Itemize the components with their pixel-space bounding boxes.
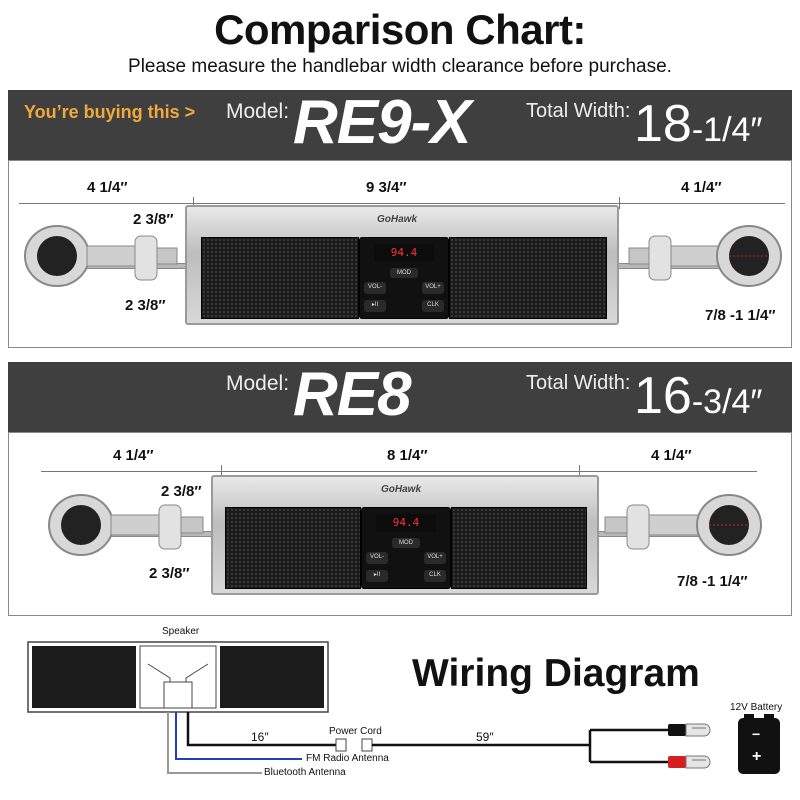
page-title: Comparison Chart: <box>214 6 586 53</box>
skip-button[interactable]: ▸II <box>366 570 388 582</box>
cable-length-16: 16″ <box>251 730 269 744</box>
dim-right: 4 1/4″ <box>651 447 692 464</box>
total-width-label: Total Width: <box>526 372 631 394</box>
total-width-value: 18-1/4″ <box>634 95 763 153</box>
model-label: Model: <box>226 100 290 123</box>
battery-plus: + <box>752 748 762 765</box>
dim-left: 4 1/4″ <box>87 179 128 196</box>
wiring-diagram-title: Wiring Diagram <box>412 652 700 695</box>
vol-down-button[interactable]: VOL- <box>364 282 386 294</box>
skip-button[interactable]: ▸II <box>364 300 386 312</box>
mode-button[interactable]: MOD <box>392 538 420 548</box>
right-speaker-grille <box>451 507 587 589</box>
battery-minus: − <box>752 726 761 742</box>
right-clamp-illustration <box>628 225 782 287</box>
dimension-tick <box>193 197 194 209</box>
brand-logo: GoHawk <box>381 484 422 495</box>
right-speaker-grille <box>449 237 607 319</box>
lcd-display: 94.4 <box>374 244 434 262</box>
dimension-line <box>41 471 757 472</box>
dim-upper-height: 2 3/8″ <box>133 211 174 228</box>
power-cord-label: Power Cord <box>329 726 382 737</box>
left-clamp-illustration <box>24 225 178 287</box>
clock-button[interactable]: CLK <box>422 300 444 312</box>
fm-antenna-label: FM Radio Antenna <box>306 753 389 764</box>
speaker-body: GoHawk 94.4 MOD VOL- VOL+ ▸II CLK <box>185 205 619 325</box>
page-subtitle: Please measure the handlebar width clear… <box>128 56 672 77</box>
dim-lower-height: 2 3/8″ <box>125 297 166 314</box>
dim-clamp: 7/8 -1 1/4″ <box>705 307 776 324</box>
model-diagram-re8: 4 1/4″ 8 1/4″ 4 1/4″ 2 3/8″ 2 3/8″ 7/8 -… <box>8 432 792 616</box>
clock-button[interactable]: CLK <box>424 570 446 582</box>
dimension-tick <box>579 465 580 477</box>
cable-length-59: 59″ <box>476 730 494 744</box>
control-panel: 94.4 MOD VOL- VOL+ ▸II CLK <box>361 507 451 589</box>
wiring-diagram-illustration <box>27 641 780 774</box>
model-bar-re9x: You’re buying this > Model: RE9-X Total … <box>8 88 792 160</box>
model-bar-re8: Model: RE8 Total Width: 16-3/4″ <box>8 360 792 432</box>
model-diagram-re9x: 4 1/4″ 9 3/4″ 4 1/4″ 2 3/8″ 2 3/8″ 7/8 -… <box>8 160 792 348</box>
dim-center: 9 3/4″ <box>366 179 407 196</box>
dim-upper-height: 2 3/8″ <box>161 483 202 500</box>
dim-left: 4 1/4″ <box>113 447 154 464</box>
model-name: RE9-X <box>293 88 472 157</box>
right-clamp-illustration <box>604 494 762 556</box>
buying-badge: You’re buying this > <box>24 102 196 122</box>
left-speaker-grille <box>201 237 359 319</box>
total-width-label: Total Width: <box>526 100 631 122</box>
speaker-body: GoHawk 94.4 MOD VOL- VOL+ ▸II CLK <box>211 475 599 595</box>
speaker-label: Speaker <box>162 626 200 637</box>
vol-up-button[interactable]: VOL+ <box>422 282 444 294</box>
dim-clamp: 7/8 -1 1/4″ <box>677 573 748 590</box>
battery-label: 12V Battery <box>730 702 783 713</box>
control-panel: 94.4 MOD VOL- VOL+ ▸II CLK <box>359 237 449 319</box>
dim-right: 4 1/4″ <box>681 179 722 196</box>
dimension-tick <box>221 465 222 477</box>
dim-lower-height: 2 3/8″ <box>149 565 190 582</box>
dimension-tick <box>619 197 620 209</box>
lcd-display: 94.4 <box>376 514 436 532</box>
dimension-line <box>19 203 785 204</box>
total-width-value: 16-3/4″ <box>634 367 763 425</box>
bluetooth-antenna-label: Bluetooth Antenna <box>264 767 346 778</box>
brand-logo: GoHawk <box>377 214 418 225</box>
model-label: Model: <box>226 372 290 395</box>
left-clamp-illustration <box>48 494 204 556</box>
vol-up-button[interactable]: VOL+ <box>424 552 446 564</box>
mode-button[interactable]: MOD <box>390 268 418 278</box>
vol-down-button[interactable]: VOL- <box>366 552 388 564</box>
left-speaker-grille <box>225 507 361 589</box>
model-name: RE8 <box>293 360 412 429</box>
dim-center: 8 1/4″ <box>387 447 428 464</box>
